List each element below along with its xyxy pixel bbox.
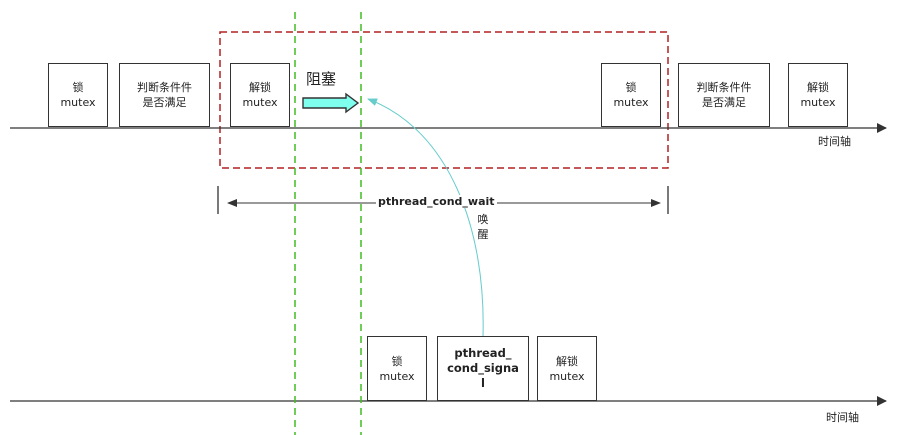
wake-label: 唤醒 (477, 213, 489, 241)
top-check-condition-box: 判断条件件 是否满足 (119, 63, 210, 127)
block-label: 阻塞 (306, 70, 337, 88)
top-unlock-box: 解锁 mutex (230, 63, 290, 127)
box-line-1: 锁 (72, 81, 84, 94)
box-line-1: 解锁 (556, 354, 578, 368)
box-line-1: 判断条件件 (696, 81, 752, 94)
box-line-2: mutex (60, 96, 96, 109)
top-final-unlock-box: 解锁 mutex (788, 63, 848, 127)
box-line-2: mutex (242, 96, 278, 109)
box-line-2: cond_signa (447, 361, 519, 375)
bottom-lock-box: 锁 mutex (367, 336, 427, 401)
wake-arrow (367, 98, 484, 337)
top-axis-label: 时间轴 (818, 135, 851, 148)
box-line-1: 解锁 (249, 81, 271, 94)
top-relock-box: 锁 mutex (601, 63, 661, 127)
box-line-2: mutex (800, 96, 836, 109)
box-line-1: pthread_ (454, 346, 512, 360)
box-line-1: 锁 (625, 81, 637, 94)
box-line-2: mutex (379, 369, 415, 383)
box-line-1: 锁 (391, 354, 403, 368)
bottom-signal-box: pthread_ cond_signa l (437, 336, 529, 401)
top-lock-box: 锁 mutex (48, 63, 108, 127)
box-line-3: l (481, 376, 485, 390)
box-line-2: 是否满足 (702, 96, 746, 109)
blocking-region (219, 31, 669, 169)
box-line-1: 解锁 (807, 81, 829, 94)
top-recheck-condition-box: 判断条件件 是否满足 (678, 63, 770, 127)
block-arrow (302, 92, 360, 114)
box-line-2: mutex (549, 369, 585, 383)
bottom-axis-label: 时间轴 (826, 411, 859, 424)
box-line-2: 是否满足 (142, 96, 187, 109)
box-line-2: mutex (613, 96, 649, 109)
box-line-1: 判断条件件 (137, 81, 192, 94)
wait-span-label: pthread_cond_wait (376, 195, 497, 208)
bottom-unlock-box: 解锁 mutex (537, 336, 597, 401)
